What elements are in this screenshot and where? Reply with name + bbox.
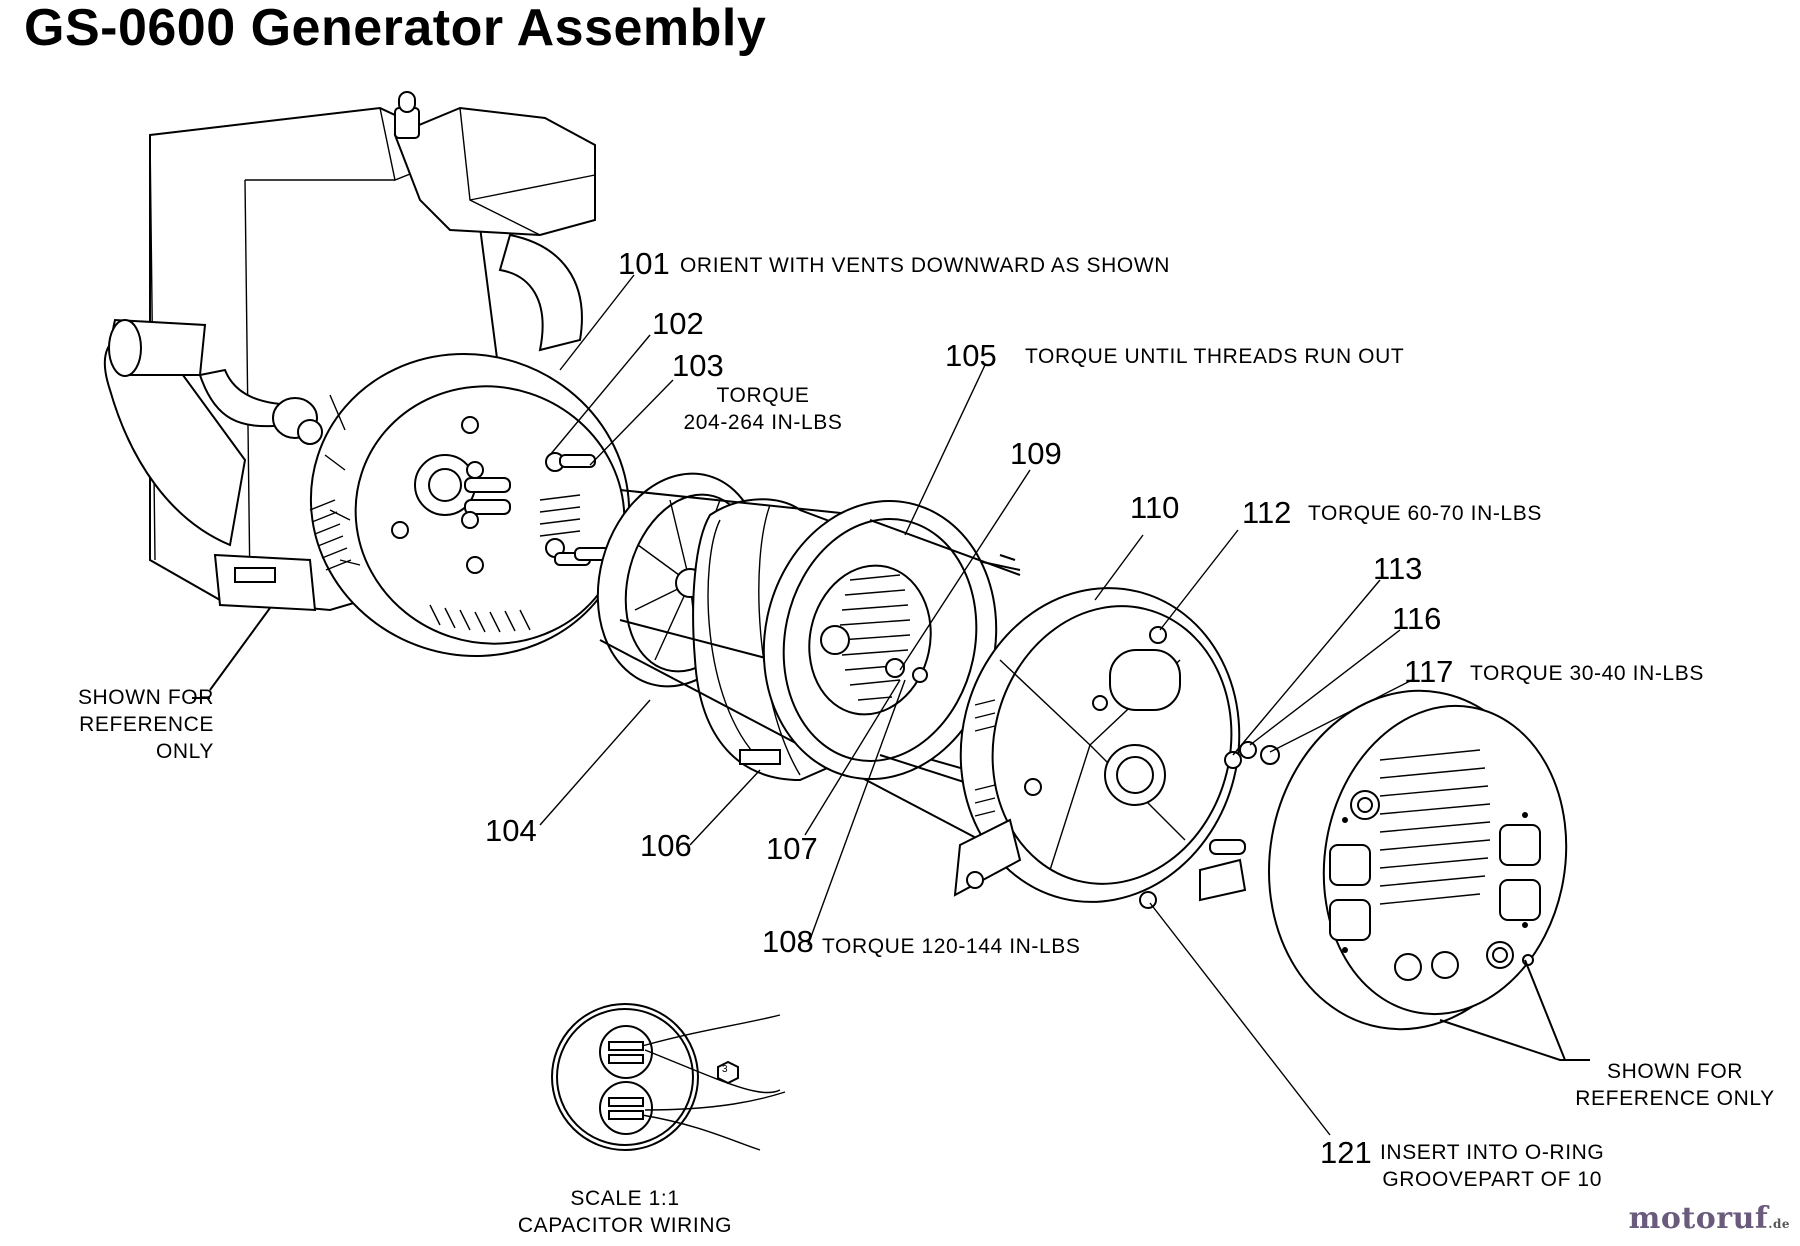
watermark-text: motoruf — [1628, 1201, 1769, 1236]
callout-121-note: INSERT INTO O-RING GROOVEPART OF 10 — [1380, 1141, 1605, 1191]
callout-117-number: 117 — [1404, 654, 1454, 689]
capacitor-symbol: 3 — [722, 1064, 728, 1075]
control-panel-drawing — [1268, 689, 1590, 1061]
reference-note-panel: SHOWN FOR REFERENCE ONLY — [1575, 1060, 1775, 1110]
callout-112-note: TORQUE 60-70 IN-LBS — [1308, 502, 1542, 525]
callout-101-note: ORIENT WITH VENTS DOWNWARD AS SHOWN — [680, 254, 1171, 277]
callout-105-number: 105 — [945, 338, 997, 373]
callout-108-note: TORQUE 120-144 IN-LBS — [822, 935, 1081, 958]
callout-121-number: 121 — [1320, 1135, 1372, 1170]
callout-leaders — [539, 274, 1413, 1136]
capacitor-scale-label: SCALE 1:1 — [570, 1187, 680, 1210]
capacitor-drawing — [551, 1003, 786, 1151]
page-title: GS-0600 Generator Assembly — [24, 0, 767, 57]
callout-107-number: 107 — [766, 831, 818, 866]
callout-104-number: 104 — [485, 813, 537, 848]
callout-109-number: 109 — [1010, 436, 1062, 471]
reference-note-dash — [192, 697, 210, 699]
callout-105-note: TORQUE UNTIL THREADS RUN OUT — [1025, 345, 1405, 368]
watermark-logo: motoruf.de — [1629, 1201, 1790, 1236]
engine-adapter-drawing — [309, 353, 631, 657]
callout-101-number: 101 — [618, 246, 670, 281]
end-bell-drawing — [953, 554, 1280, 909]
callout-108-number: 108 — [762, 924, 814, 959]
callout-103-note: TORQUE 204-264 IN-LBS — [683, 384, 843, 434]
callout-117-note: TORQUE 30-40 IN-LBS — [1470, 662, 1704, 685]
reference-note-engine: SHOWN FOR REFERENCE ONLY — [77, 686, 214, 763]
watermark-suffix: .de — [1768, 1217, 1790, 1231]
capacitor-caption: CAPACITOR WIRING — [517, 1214, 733, 1237]
callout-103-number: 103 — [672, 348, 724, 383]
callout-116-number: 116 — [1392, 601, 1442, 636]
callout-102-number: 102 — [652, 306, 704, 341]
callout-106-number: 106 — [640, 828, 692, 863]
rotor-drawing — [762, 499, 1021, 801]
callout-110-number: 110 — [1130, 490, 1180, 525]
callout-113-number: 113 — [1373, 551, 1423, 586]
callout-112-number: 112 — [1242, 495, 1292, 530]
